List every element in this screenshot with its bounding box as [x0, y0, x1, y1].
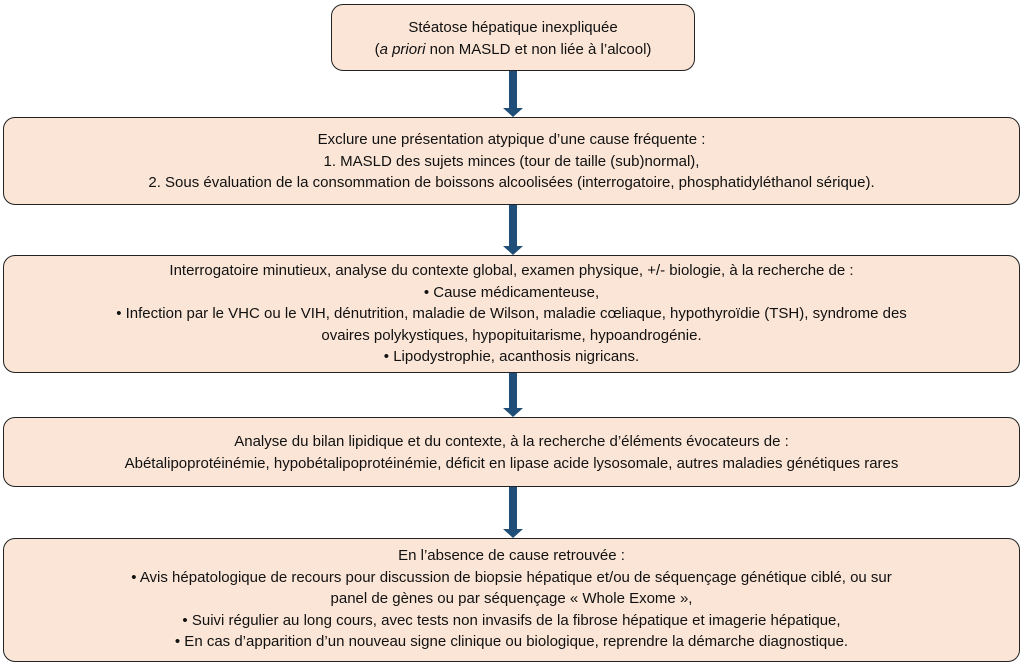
start-subtitle-rest: non MASLD et non liée à l’alcool)	[425, 40, 652, 58]
start-box: Stéatose hépatique inexpliquée (a priori…	[331, 4, 695, 71]
no-cause-item-2: • Suivi régulier au long cours, avec tes…	[182, 611, 841, 629]
no-cause-item-3: • En cas d’apparition d’un nouveau signe…	[174, 633, 849, 650]
exclude-heading: Exclure une présentation atypique d’une …	[317, 131, 706, 148]
no-cause-item-1a: • Avis hépatologique de recours pour dis…	[131, 568, 892, 586]
start-title: Stéatose hépatique inexpliquée	[408, 19, 618, 36]
interrogation-item-2b: ovaires polykystiques, hypopituitarisme,…	[321, 326, 702, 344]
interrogation-item-2a: • Infection par le VHC ou le VIH, dénutr…	[116, 305, 907, 322]
exclude-item-2: 2. Sous évaluation de la consommation de…	[148, 174, 875, 191]
lipid-heading: Analyse du bilan lipidique et du context…	[234, 433, 789, 450]
exclude-item-1: 1. MASLD des sujets minces (tour de tail…	[323, 152, 700, 170]
arrow-2	[503, 205, 523, 255]
interrogation-box: Interrogatoire minutieux, analyse du con…	[3, 255, 1020, 373]
interrogation-item-1: • Cause médicamenteuse,	[423, 283, 600, 301]
start-subtitle-italic: a priori	[379, 40, 426, 58]
no-cause-box: En l’absence de cause retrouvée : • Avis…	[3, 538, 1020, 662]
no-cause-item-1b: panel de gènes ou par séquençage « Whole…	[330, 590, 693, 607]
no-cause-heading: En l’absence de cause retrouvée :	[398, 547, 625, 564]
arrow-3	[503, 373, 523, 417]
arrow-4	[503, 487, 523, 538]
lipid-diseases: Abétalipoprotéinémie, hypobétalipoprotéi…	[124, 454, 899, 472]
arrow-1	[503, 71, 523, 117]
interrogation-item-3: • Lipodystrophie, acanthosis nigricans.	[383, 348, 640, 365]
start-subtitle: (a priori non MASLD et non liée à l’alco…	[374, 40, 652, 58]
lipid-analysis-box: Analyse du bilan lipidique et du context…	[3, 417, 1020, 487]
interrogation-heading: Interrogatoire minutieux, analyse du con…	[169, 262, 854, 279]
exclude-atypical-box: Exclure une présentation atypique d’une …	[3, 117, 1020, 205]
